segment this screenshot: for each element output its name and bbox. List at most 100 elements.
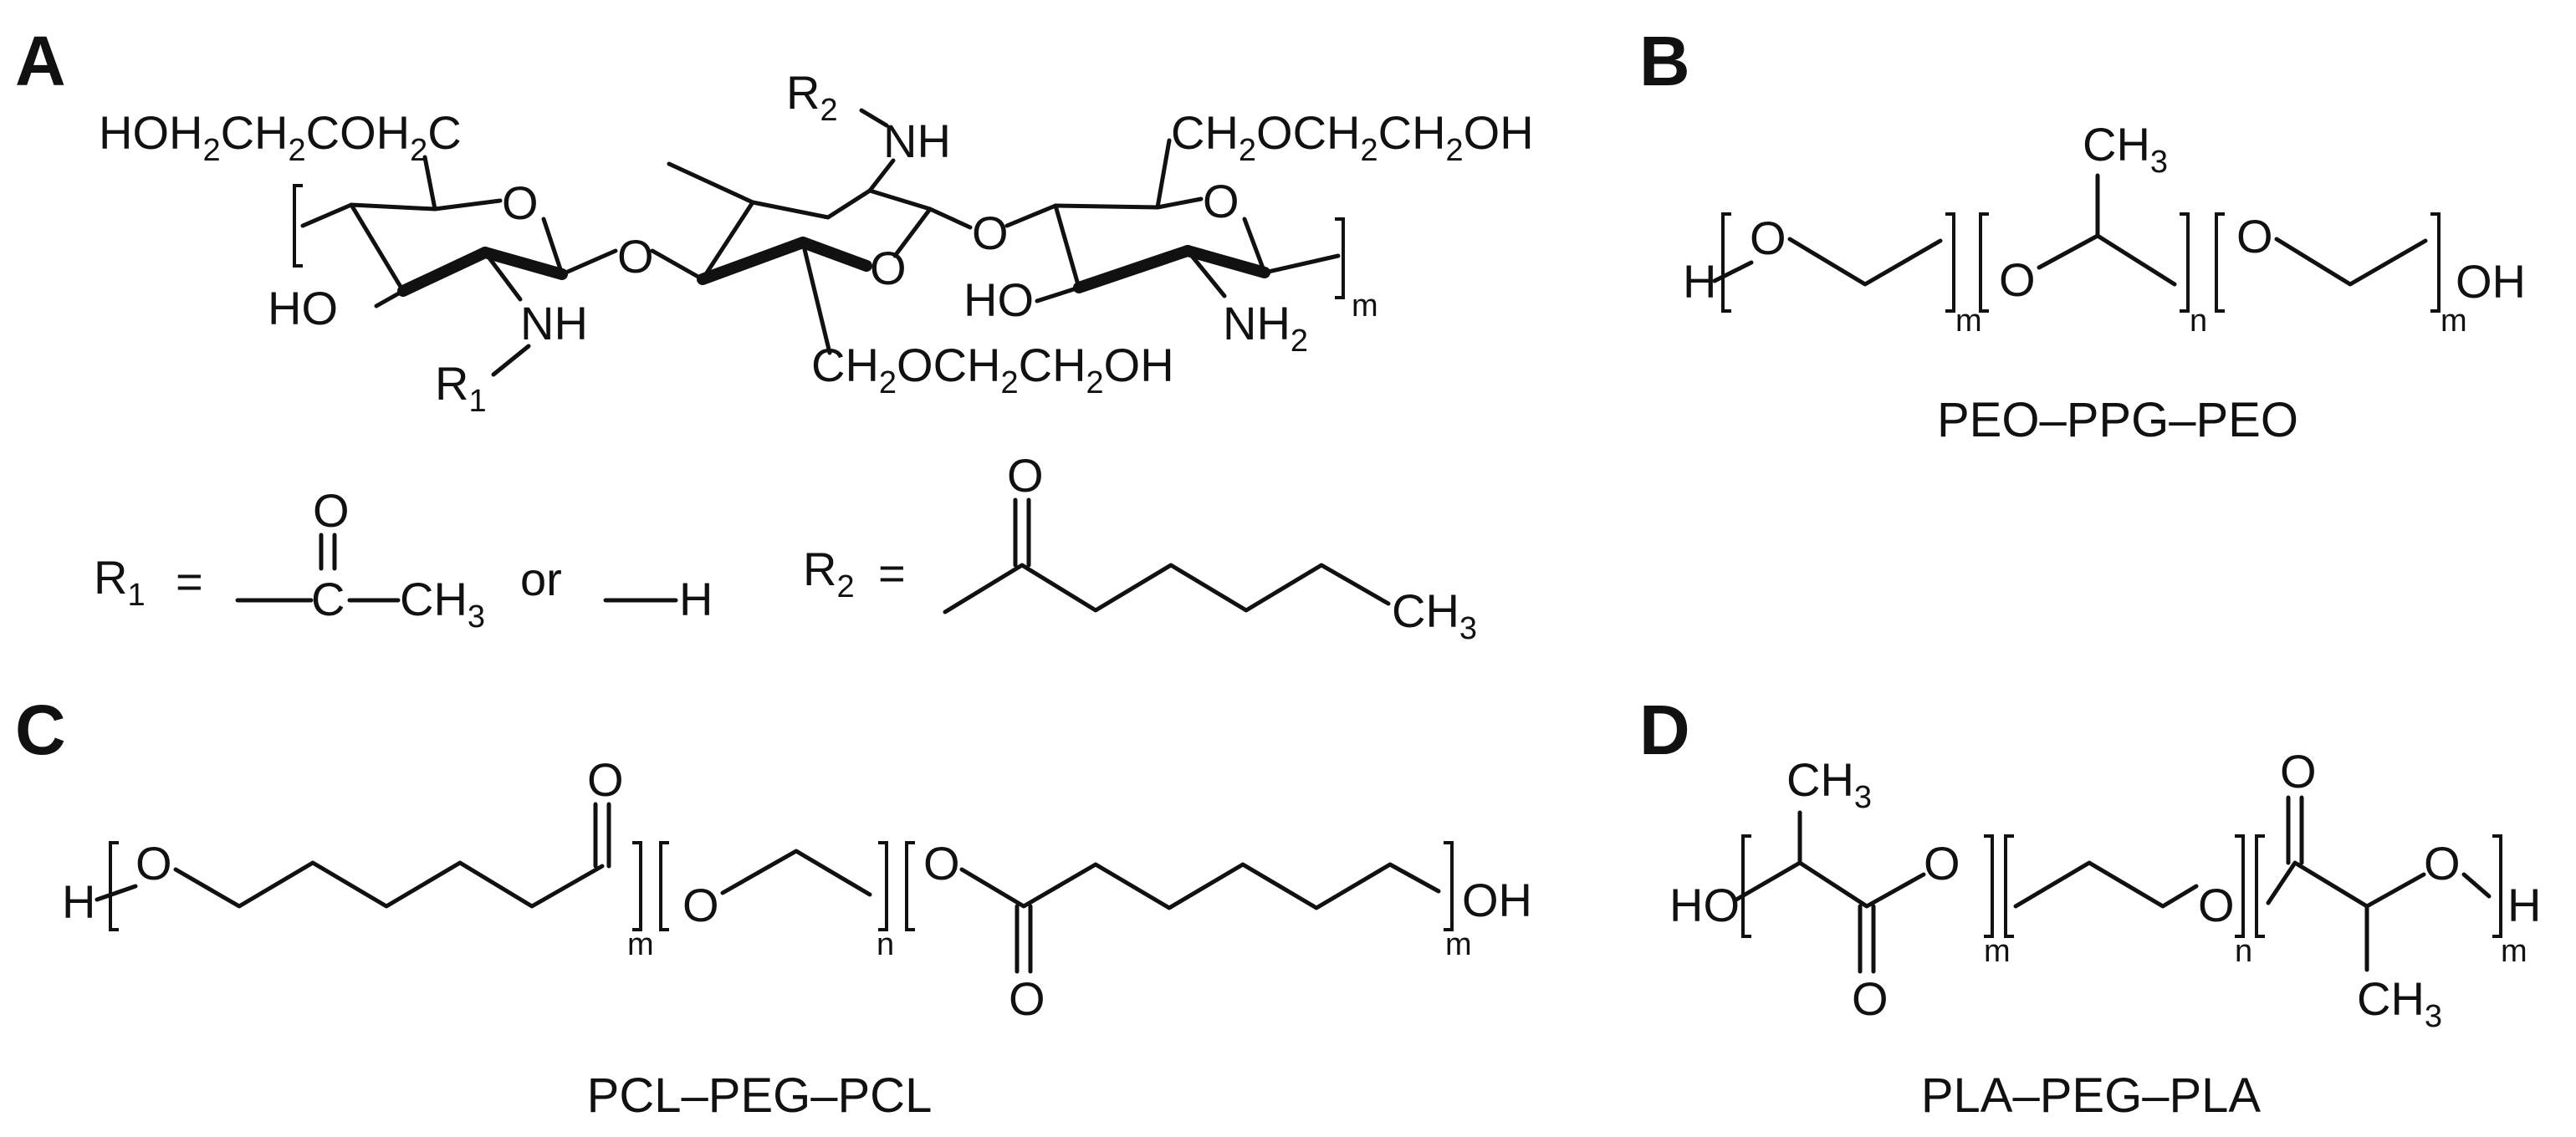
d-pla-chain-2 [2266, 860, 2426, 909]
r2-definition: R2 = O CH3 [803, 449, 1477, 646]
ring3-nh2-bond [1185, 248, 1227, 298]
panel-c: C H O O m O n O O m OH PCL–PEG–PCL [15, 691, 1532, 1123]
b-oxygen-2: O [1999, 253, 2036, 306]
b-terminal-h: H [1683, 255, 1716, 308]
glucosamine-ring-2: O NH R2 CH2OCH2CH2OH [667, 66, 1174, 400]
glycosidic-oxygen-1: O [617, 230, 654, 283]
repeat-unit-m-a: m [1352, 288, 1378, 324]
b-bracket-2-right [2180, 212, 2190, 313]
c-pcl-chain-1 [173, 860, 605, 909]
c-oxygen-3: O [923, 837, 960, 890]
c-terminal-oh: OH [1462, 874, 1532, 926]
b-caption: PEO–PPG–PEO [1937, 393, 2298, 447]
d-subscript-m2: m [2501, 934, 2527, 969]
ring1-r1-label: R1 [435, 357, 487, 419]
b-peo-chain-2 [2274, 237, 2428, 287]
ring1-front-bond-2 [479, 247, 568, 280]
glucosamine-ring-1: HOH2CH2COH2C O HO NH R1 [99, 106, 588, 419]
glycosidic-bond-1a [560, 248, 618, 277]
ring2-hydroxyethyl-label: CH2OCH2CH2OH [811, 339, 1174, 400]
ring3-oh-bond [1035, 285, 1081, 303]
c-oxygen-1: O [135, 837, 172, 890]
c-caption: PCL–PEG–PCL [587, 1068, 933, 1123]
b-bracket-3-left [2215, 212, 2225, 313]
b-ppg-chain [2037, 233, 2177, 287]
ring2-front-bond-2 [797, 237, 872, 272]
b-subscript-m2: m [2441, 303, 2467, 339]
panel-a: A HOH2CH2COH2C O HO NH R1 O [15, 22, 1534, 646]
r1-carbon-label: C [311, 573, 345, 625]
c-bond-h-o [95, 884, 138, 902]
d-bracket-1-left [1741, 834, 1751, 938]
d-methyl-bottom-label: CH3 [2357, 972, 2442, 1034]
ring1-nh-label: NH [520, 297, 588, 349]
d-pla-chain-1 [1734, 860, 1926, 909]
glycosidic-bond-1b [650, 248, 705, 282]
c-terminal-h: H [62, 875, 95, 928]
b-bracket-2-left [1979, 212, 1989, 313]
c-carbonyl-oxygen-1: O [587, 753, 624, 806]
d-peg-chain [2013, 860, 2199, 909]
panel-b: B H O m O CH3 n O m OH PEO–PPG–PEO [1639, 22, 2526, 447]
ring2-r2-label: R2 [786, 66, 838, 128]
ring2-nh-label: NH [883, 115, 951, 167]
glycosidic-oxygen-2: O [972, 206, 1009, 259]
r2-carbonyl-oxygen: O [1007, 449, 1044, 502]
ring1-c6-bond [422, 155, 437, 212]
ring1-ring-oxygen: O [502, 176, 539, 229]
c-oxygen-2: O [682, 879, 719, 931]
r1-equals: = [176, 555, 203, 608]
panel-d: D HO CH3 O O m O n O CH3 O m H PLA–PEG–P… [1639, 691, 2541, 1123]
glucosamine-ring-3: CH2OCH2CH2OH O HO NH2 [963, 106, 1534, 359]
ring3-c6-bond [1155, 138, 1172, 210]
b-oxygen-1: O [1750, 212, 1786, 264]
c-bracket-1-left [109, 841, 119, 931]
ring2-c6-bond [800, 240, 832, 355]
c-bracket-1-right [632, 841, 642, 931]
c-subscript-m1: m [627, 927, 654, 962]
ring2-nh-bond [867, 158, 896, 193]
r1-or-label: or [520, 553, 562, 605]
d-bracket-3-left [2255, 834, 2265, 938]
b-oxygen-3: O [2236, 210, 2273, 263]
b-peo-chain-1 [1787, 237, 1943, 287]
d-methyl-top-label: CH3 [1786, 753, 1872, 815]
ring1-top-edge [300, 198, 503, 228]
d-carbonyl-oxygen-1: O [1852, 972, 1889, 1025]
d-subscript-m1: m [1984, 934, 2011, 969]
r2-methyl-label: CH3 [1392, 584, 1477, 646]
d-bracket-3-right [2492, 834, 2502, 938]
r1-carbonyl-double-bond [319, 533, 337, 571]
d-oxygen-2: O [2198, 879, 2235, 931]
b-subscript-m1: m [1955, 303, 1982, 339]
c-subscript-m2: m [1445, 927, 1472, 962]
ring1-r1-bond [491, 344, 531, 377]
r1-def-label: R1 [94, 551, 146, 613]
b-terminal-oh: OH [2456, 255, 2526, 308]
glycosidic-bond-2a [928, 206, 973, 230]
panel-c-letter: C [15, 691, 66, 769]
ring2-front-bond-1 [697, 237, 809, 285]
d-terminal-ho: HO [1669, 879, 1740, 931]
bracket-right-a [1335, 217, 1345, 299]
c-carbonyl-1-double-bond [593, 802, 611, 869]
ring1-hydroxyethyl-label: HOH2CH2COH2C [99, 106, 462, 168]
b-bracket-3-right [2430, 212, 2441, 313]
d-oxygen-1: O [1924, 837, 1960, 890]
r1-hydrogen-label: H [679, 573, 713, 625]
r2-def-label: R2 [803, 543, 855, 604]
ring3-hydroxyl-label: HO [963, 273, 1034, 326]
ring2-methyl-bond [667, 161, 755, 205]
c-pcl-chain-2 [959, 862, 1441, 910]
c-bracket-3-left [905, 841, 915, 931]
ring3-hydroxyethyl-label: CH2OCH2CH2OH [1171, 106, 1534, 168]
b-bond-h-o [1712, 260, 1754, 283]
ring2-upper-edge [700, 188, 872, 282]
bracket-left-a [293, 184, 303, 268]
c-carbonyl-oxygen-2: O [1009, 972, 1045, 1025]
ring3-front-bond-2 [1182, 245, 1270, 278]
ring1-o-c1-bond [541, 217, 565, 277]
ring3-front-bond-1 [1073, 245, 1193, 293]
ring2-r2-bond [859, 108, 889, 128]
